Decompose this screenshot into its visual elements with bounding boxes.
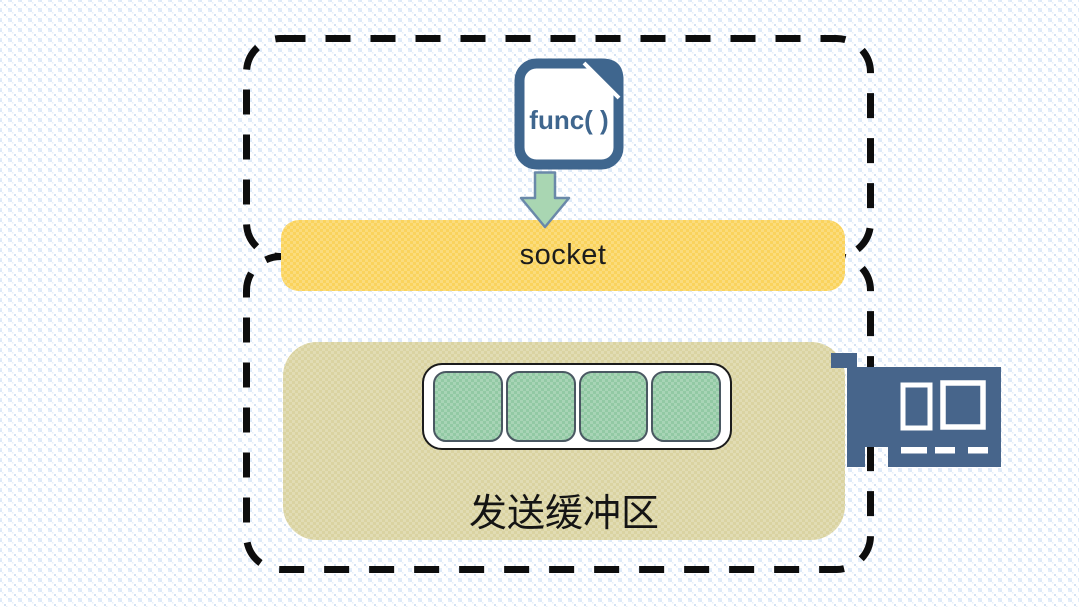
network-card-pin: [968, 447, 988, 454]
network-card-port-large: [940, 380, 986, 430]
network-card-pin: [901, 447, 927, 454]
buffer-segment: [505, 371, 576, 442]
network-card-pin: [935, 447, 955, 454]
func-document-fold-edge: [582, 61, 621, 100]
socket-label: socket: [519, 239, 607, 271]
func-label: func( ): [529, 105, 609, 135]
socket-bar: socket: [281, 220, 845, 291]
send-buffer-label: 发送缓冲区: [468, 493, 659, 535]
buffer-segment: [651, 371, 721, 442]
down-arrow-shape: [519, 171, 571, 229]
buffer-segment: [578, 371, 649, 442]
network-card-port-small: [900, 382, 933, 431]
func-document-outline: [514, 58, 624, 170]
func-document-icon: [514, 58, 624, 170]
buffer-cells: [422, 363, 732, 450]
network-card-icon: [831, 353, 1001, 467]
down-arrow-icon: [519, 171, 571, 229]
buffer-segment: [433, 371, 503, 442]
